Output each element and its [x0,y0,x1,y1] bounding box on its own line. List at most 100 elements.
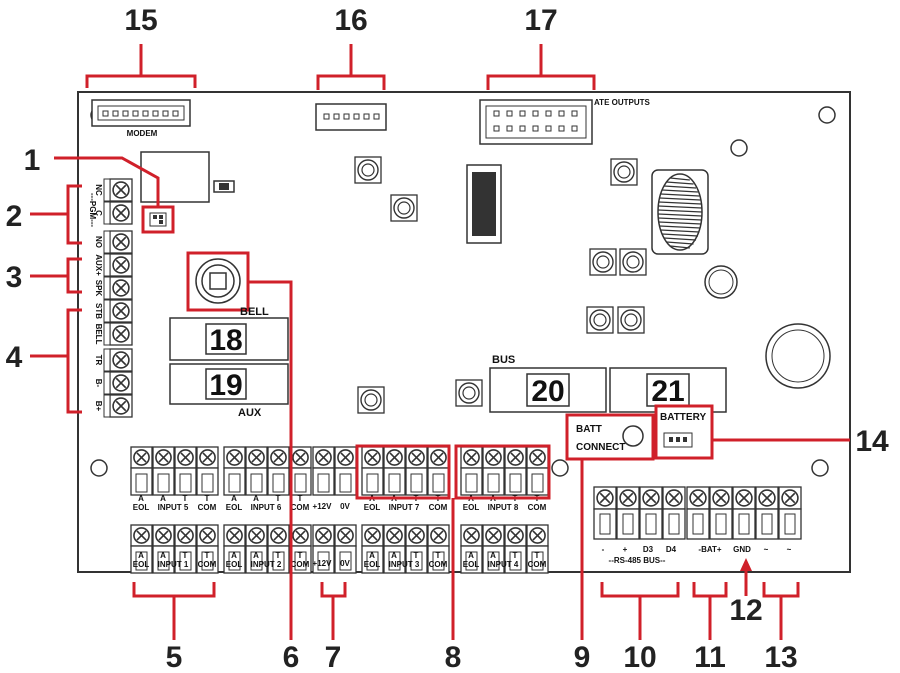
input-t2-label: T [298,494,303,503]
left-terminal-label: TR [94,355,103,366]
battery-connect-button: BATT CONNECT [565,413,655,461]
input-eol-label: EOL [463,560,480,569]
input-name-label: INPUT 5 [158,503,189,512]
callout-5: 5 [166,641,183,673]
left-terminal-screw [109,322,133,346]
input-com-label: COM [198,503,217,512]
input-name-label: INPUT 1 [158,560,189,569]
left-terminal-label: STB [94,303,103,319]
header-16 [315,103,387,131]
input-name-label: INPUT 8 [488,503,519,512]
zerov-lower-label: 0V [340,559,350,568]
modem-header: MODEM [91,99,191,138]
bell-label: BELL [240,306,269,318]
input-eol-label: EOL [226,560,243,569]
left-terminal-screw [109,276,133,300]
input-terminal-screw [405,524,428,547]
battery-label: BATTERY [660,412,706,423]
input-terminal-screw [152,524,175,547]
callout-13: 13 [764,641,797,673]
input-t2-label: T [535,551,540,560]
left-terminal-label: NC [94,184,103,196]
input-terminal-screw [334,524,357,547]
ac-label-2: ~ [787,545,792,554]
bus-terminal-screw [732,486,756,510]
input-a2-label: A [253,551,259,560]
plus12-upper-label: +12V [313,502,333,511]
input-a2-label: A [253,494,259,503]
input-a-label: A [369,551,375,560]
input-terminal-screw [130,524,153,547]
mounting-hole [818,106,836,124]
input-terminal-screw [223,524,246,547]
input-t-label: T [513,551,518,560]
buzzer-inner [771,329,825,383]
input-terminal-screw [405,446,428,469]
tamper-switch [186,251,250,312]
input-terminal-screw [267,446,290,469]
callout-17: 17 [524,4,557,37]
box-21-label: 21 [651,375,684,408]
input-t-label: T [276,494,281,503]
left-terminal-label: NO [94,236,103,248]
left-terminal-label: AUX+ [94,254,103,276]
left-terminal-label: SPK [94,280,103,297]
input-eol-label: EOL [133,560,150,569]
input-com-label: COM [198,560,217,569]
rs485-minus: - [602,545,605,554]
input-com-label: COM [291,560,310,569]
input-t2-label: T [298,551,303,560]
left-terminal-screw [109,299,133,323]
rs485-d3: D3 [643,545,654,554]
input-t-label: T [183,494,188,503]
bus-terminal-screw [639,486,663,510]
input-t2-label: T [205,551,210,560]
bus-terminal-screw [778,486,802,510]
bus-terminal-screw [755,486,779,510]
input-terminal-screw [526,446,549,469]
input-terminal-screw [334,446,357,469]
input-terminal-screw [526,524,549,547]
callout-15: 15 [124,4,157,37]
input-a2-label: A [160,494,166,503]
input-a2-label: A [391,551,397,560]
input-terminal-screw [289,446,312,469]
input-name-label: INPUT 6 [251,503,282,512]
input-terminal-screw [361,524,384,547]
callout-6: 6 [283,641,300,673]
toroid-inductor [651,169,709,255]
connect-label: CONNECT [576,442,625,453]
box-20-label: 20 [531,375,564,408]
callout-11: 11 [694,641,726,673]
left-terminal-label: B- [94,379,103,388]
input-terminal-screw [361,446,384,469]
input-eol-label: EOL [226,503,243,512]
box-19-label: 19 [209,369,242,402]
left-terminal-screw [109,371,133,395]
aux-label: AUX [238,407,262,419]
input-com-label: COM [291,503,310,512]
pgm-label: ---PGM--- [88,193,97,228]
bus-label: BUS [492,354,515,366]
input-terminal-screw [174,446,197,469]
callout-1: 1 [24,144,41,177]
left-terminal-screw [109,230,133,254]
input-t-label: T [276,551,281,560]
mounting-hole [811,459,829,477]
input-terminal-screw [223,446,246,469]
input-terminal-screw [174,524,197,547]
input-terminal-screw [245,446,268,469]
plus12-lower-label: +12V [313,559,333,568]
input-name-label: INPUT 4 [488,560,519,569]
rs485-plus: + [623,545,628,554]
gnd-label: GND [733,545,751,554]
input-a-label: A [468,551,474,560]
zerov-upper-label: 0V [340,502,350,511]
input-a-label: A [231,494,237,503]
input-terminal-screw [460,446,483,469]
callout-16: 16 [334,4,367,37]
input-terminal-screw [267,524,290,547]
bus-terminal-screw [593,486,617,510]
ic-chip [466,164,502,244]
